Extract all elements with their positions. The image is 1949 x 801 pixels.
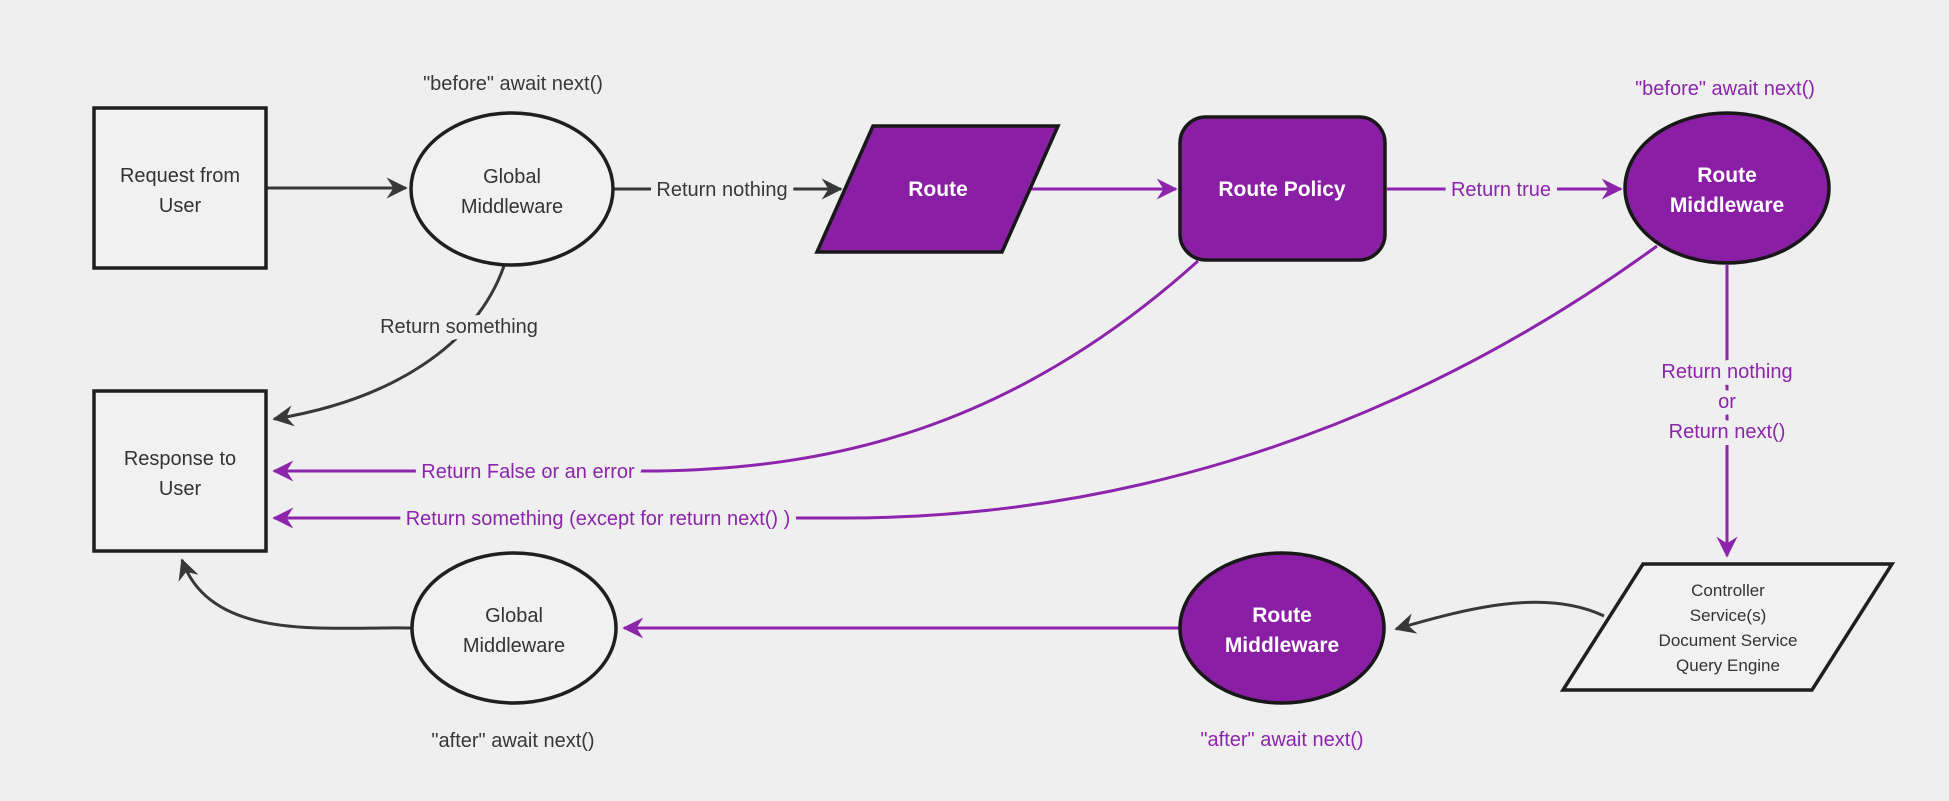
svg-text:Route: Route: [1252, 604, 1312, 627]
global-middleware-top-node: Global Middleware: [409, 111, 615, 267]
svg-text:Route: Route: [908, 178, 968, 201]
svg-text:Document Service: Document Service: [1659, 631, 1798, 650]
edge-global-middleware-bottom-to-response: [178, 558, 413, 630]
edge-route-policy-to-response: [272, 259, 1200, 482]
label-before-await-next-route: "before" await next(): [1635, 78, 1815, 100]
response-to-user-node: Response to User: [92, 389, 268, 553]
svg-text:Middleware: Middleware: [1670, 194, 1784, 217]
svg-text:Service(s): Service(s): [1690, 606, 1767, 625]
label-before-await-next-global: "before" await next(): [423, 73, 603, 95]
svg-text:Request from: Request from: [120, 165, 240, 187]
svg-text:Global: Global: [483, 166, 541, 188]
svg-text:Return nothing: Return nothing: [1661, 361, 1792, 383]
route-middleware-bottom-node: Route Middleware: [1178, 551, 1386, 705]
svg-text:Route: Route: [1697, 164, 1757, 187]
controller-services-node: Controller Service(s) Document Service Q…: [1559, 562, 1896, 692]
svg-text:Response to: Response to: [124, 448, 236, 470]
svg-text:Route Policy: Route Policy: [1218, 178, 1346, 201]
svg-text:Return next(): Return next(): [1669, 421, 1786, 443]
request-from-user-node: Request from User: [92, 106, 268, 270]
route-policy-node: Route Policy: [1178, 115, 1387, 262]
svg-text:Middleware: Middleware: [1225, 634, 1339, 657]
label-return-nothing: Return nothing: [656, 179, 787, 201]
label-return-nothing-or-next: Return nothing or Return next(): [1654, 354, 1799, 450]
label-after-await-next-route: "after" await next(): [1200, 729, 1363, 751]
edge-global-middleware-to-response: [272, 265, 506, 427]
svg-text:User: User: [159, 195, 202, 217]
label-return-something-except: Return something (except for return next…: [406, 508, 791, 530]
svg-text:User: User: [159, 478, 202, 500]
svg-text:or: or: [1718, 391, 1736, 413]
label-return-true: Return true: [1451, 179, 1551, 201]
route-node: Route: [814, 124, 1061, 254]
label-after-await-next-global: "after" await next(): [431, 730, 594, 752]
svg-text:Controller: Controller: [1691, 581, 1765, 600]
svg-text:Middleware: Middleware: [463, 635, 565, 657]
edge-controller-to-route-middleware-bottom: [1394, 600, 1605, 634]
svg-text:Middleware: Middleware: [461, 196, 563, 218]
svg-text:Global: Global: [485, 605, 543, 627]
svg-text:Query Engine: Query Engine: [1676, 656, 1780, 675]
label-return-false-or-error: Return False or an error: [421, 461, 635, 483]
label-return-something: Return something: [380, 316, 538, 338]
route-middleware-top-node: Route Middleware: [1623, 111, 1831, 265]
global-middleware-bottom-node: Global Middleware: [410, 551, 618, 705]
edge-route-middleware-to-response: [272, 244, 1658, 529]
